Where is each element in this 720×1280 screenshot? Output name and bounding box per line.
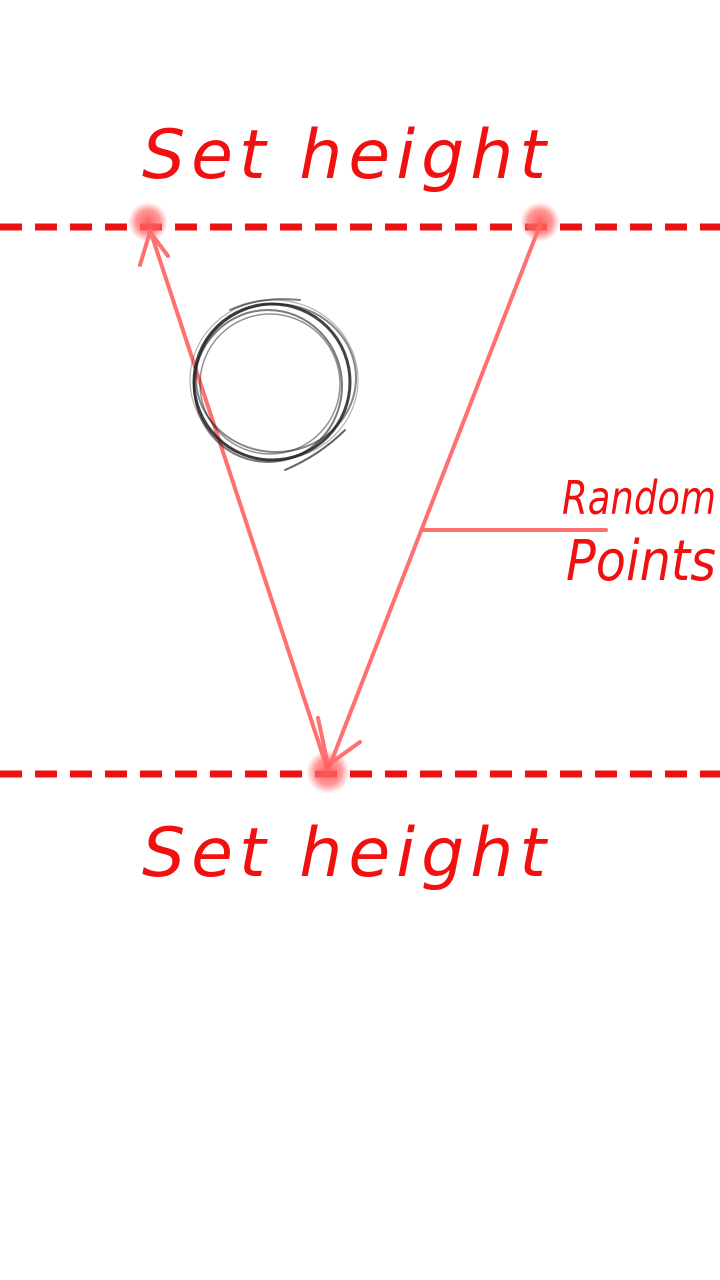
random-point-top-left — [128, 202, 168, 242]
top-height-label: Set height — [142, 116, 552, 195]
random-points-label-line1: Random — [562, 471, 716, 525]
trajectory-arrows — [138, 223, 608, 770]
scribbled-circle-icon — [189, 298, 359, 471]
bottom-height-label: Set height — [142, 814, 552, 893]
random-points-label-line2: Points — [566, 529, 716, 594]
arrow-line-up-left — [148, 228, 329, 770]
random-point-bottom — [306, 750, 350, 794]
arrow-line-down — [328, 223, 542, 767]
random-point-top-right — [520, 202, 560, 242]
